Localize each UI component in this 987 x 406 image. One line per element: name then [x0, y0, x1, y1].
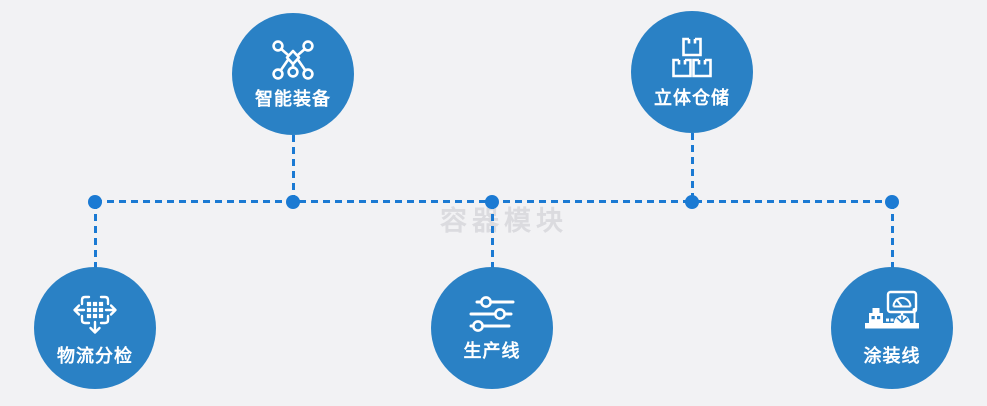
- junction-dot-4: [685, 195, 699, 209]
- connector-vertical-vertical-warehouse: [690, 133, 694, 202]
- stacked-boxes-icon: [669, 36, 715, 80]
- connector-vertical-logistics-sorting: [93, 202, 97, 268]
- coating-station-icon: [862, 290, 922, 338]
- junction-dot-3: [485, 195, 499, 209]
- sliders-icon: [469, 295, 515, 333]
- node-label: 生产线: [463, 341, 521, 362]
- node-label: 物流分检: [57, 346, 133, 367]
- junction-dot-1: [88, 195, 102, 209]
- junction-dot-2: [286, 195, 300, 209]
- watermark-text: 容器模块: [440, 206, 568, 237]
- node-logistics-sorting: 物流分检: [34, 267, 156, 389]
- node-coating-line: 涂装线: [831, 267, 953, 389]
- network-nodes-icon: [270, 39, 316, 81]
- node-label: 立体仓储: [654, 88, 730, 109]
- node-label: 涂装线: [863, 346, 921, 367]
- node-vertical-warehouse: 立体仓储: [631, 11, 753, 133]
- node-smart-equipment: 智能装备: [232, 13, 354, 135]
- connector-vertical-production-line: [490, 202, 494, 268]
- node-production-line: 生产线: [431, 267, 553, 389]
- sorting-arrows-icon: [71, 290, 119, 338]
- junction-dot-5: [885, 195, 899, 209]
- connector-vertical-smart-equipment: [291, 135, 295, 202]
- node-label: 智能装备: [255, 89, 331, 110]
- connector-vertical-coating-line: [890, 202, 894, 268]
